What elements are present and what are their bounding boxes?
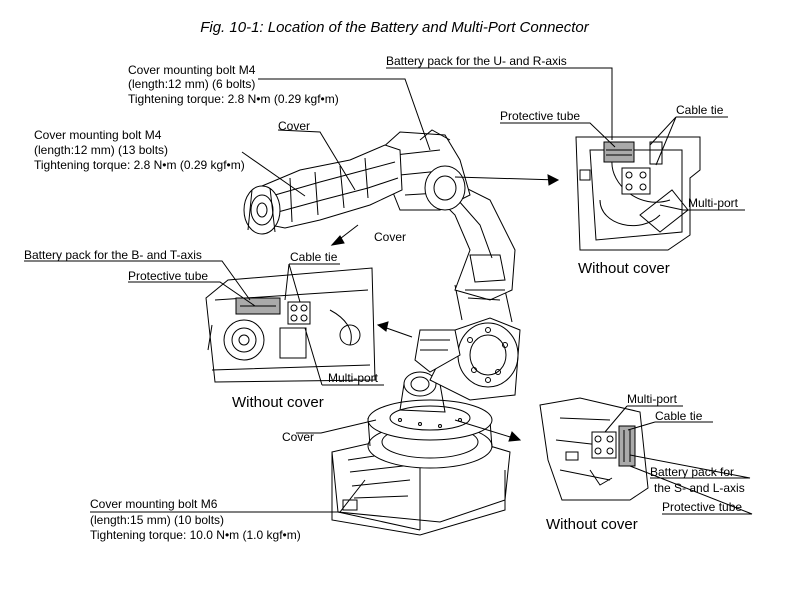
inset-ur: [576, 137, 700, 250]
robot-upper-arm: [430, 180, 515, 300]
cover-base-label: Cover: [282, 430, 315, 444]
protective-tube-bt-label: Protective tube: [128, 269, 209, 283]
battery-bt-label: Battery pack for the B- and T-axis: [24, 248, 202, 262]
robot-base: [332, 400, 510, 535]
without-cover-bt-label: Without cover: [232, 394, 324, 411]
robot-forearm: [244, 145, 402, 234]
battery-sl-label: Battery pack for: [650, 465, 735, 479]
cover-bolt-base-label: Cover mounting bolt M6: [90, 497, 218, 511]
cover-bolt-upper-torque: Tightening torque: 2.8 N•m (0.29 kgf•m): [128, 92, 339, 106]
multiport-bt-label: Multi-port: [328, 371, 379, 385]
cover-arm-label: Cover: [278, 119, 311, 133]
protective-tube-ur-label: Protective tube: [500, 109, 581, 123]
protective-tube-sl-label: Protective tube: [662, 500, 743, 514]
leader-lines: [24, 68, 752, 514]
cover-bolt-upper-label: Cover mounting bolt M4: [128, 63, 256, 77]
battery-ur-label: Battery pack for the U- and R-axis: [386, 54, 567, 68]
without-cover-sl-label: Without cover: [546, 516, 638, 533]
cable-tie-ur-label: Cable tie: [676, 103, 724, 117]
cable-tie-bt-label: Cable tie: [290, 250, 338, 264]
cover-bolt-upper-length: (length:12 mm) (6 bolts): [128, 77, 256, 91]
pointer-arrows: [332, 175, 558, 441]
multiport-sl-label: Multi-port: [627, 392, 678, 406]
cover-bolt-mid-label: Cover mounting bolt M4: [34, 128, 162, 142]
battery-sl-axes: the S- and L-axis: [654, 481, 745, 495]
cover-bolt-base-torque: Tightening torque: 10.0 N•m (1.0 kgf•m): [90, 528, 301, 542]
without-cover-ur-label: Without cover: [578, 260, 670, 277]
inset-bt: [206, 268, 375, 382]
cover-bolt-base-length: (length:15 mm) (10 bolts): [90, 513, 225, 527]
cable-tie-sl-label: Cable tie: [655, 409, 703, 423]
cover-bolt-mid-torque: Tightening torque: 2.8 N•m (0.29 kgf•m): [34, 158, 245, 172]
robot-lower-arm: [400, 285, 520, 412]
cover-upper-arm-label: Cover: [374, 230, 407, 244]
figure-title: Fig. 10-1: Location of the Battery and M…: [200, 19, 589, 36]
inset-sl: [540, 398, 648, 500]
multiport-ur-label: Multi-port: [688, 196, 739, 210]
cover-bolt-mid-length: (length:12 mm) (13 bolts): [34, 143, 169, 157]
